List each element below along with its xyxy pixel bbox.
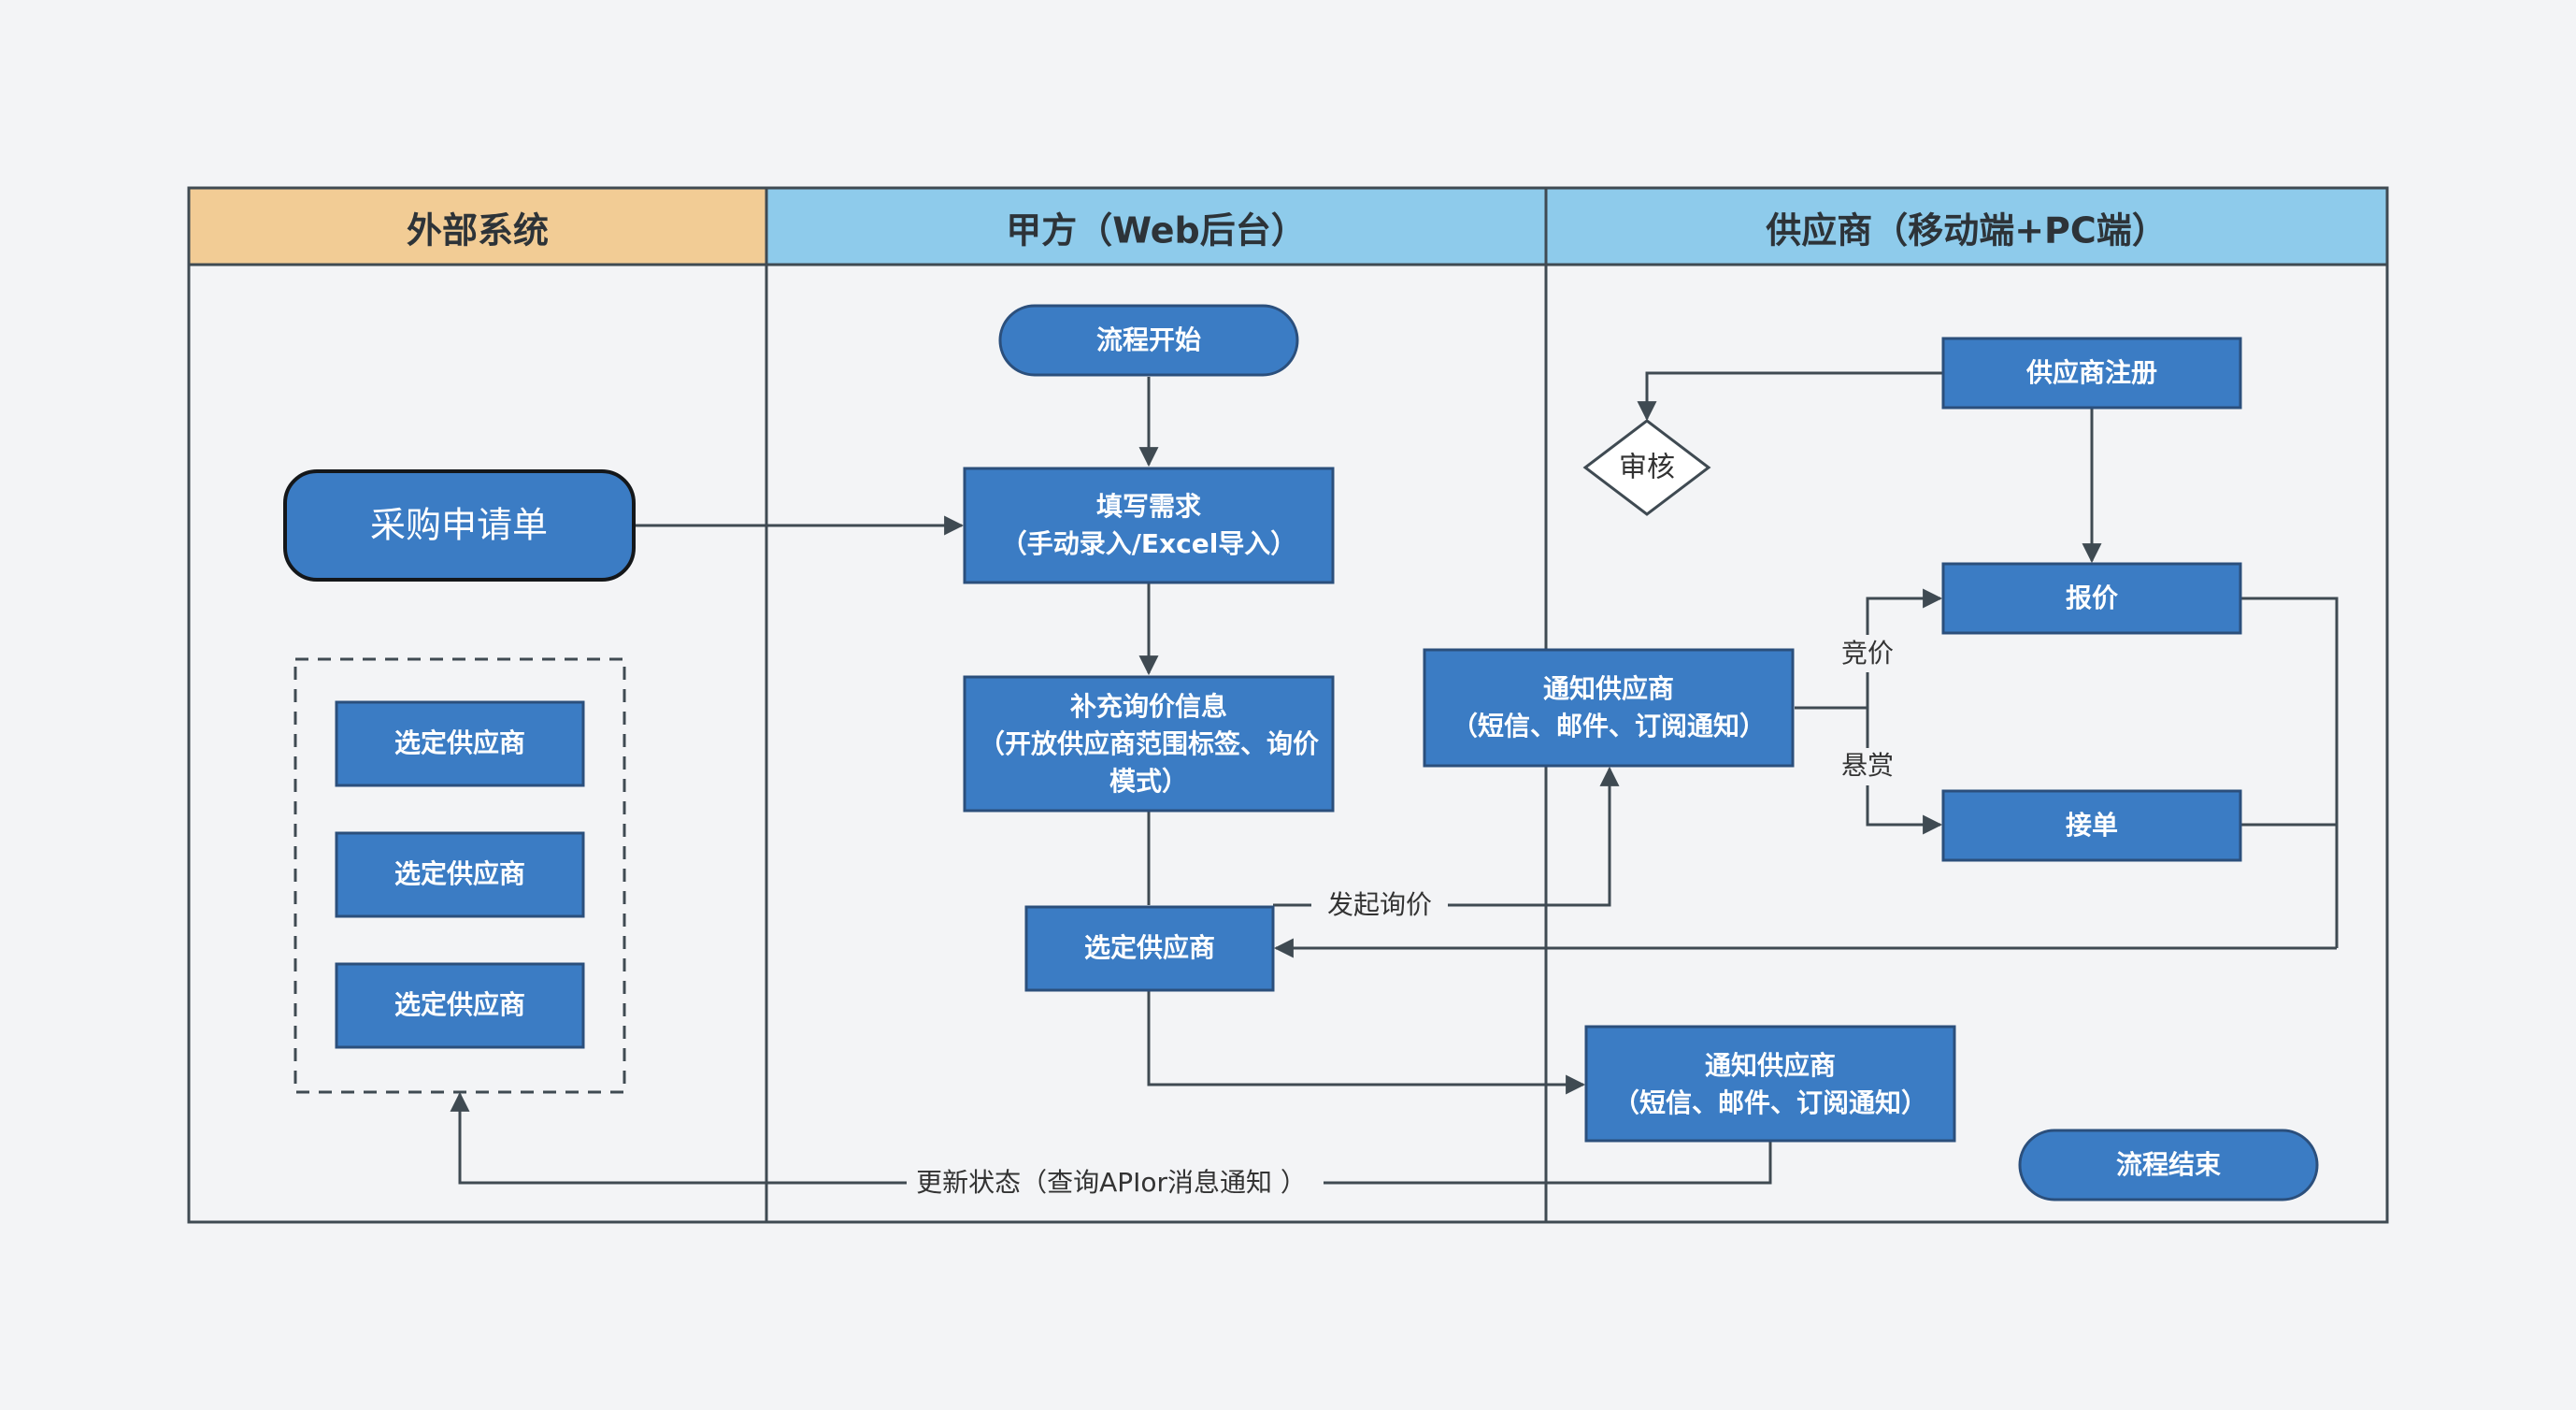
external-lane-header xyxy=(189,188,766,265)
selected-suppliers-group: 选定供应商 选定供应商 选定供应商 xyxy=(293,657,626,1094)
supplement-info-shape xyxy=(963,675,1335,813)
fill-requirements-line1: 填写需求 xyxy=(1096,491,1201,522)
process-end-label: 流程结束 xyxy=(2116,1149,2221,1180)
notify-supplier-1-line2: （短信、邮件、订阅通知） xyxy=(1452,711,1766,741)
lane-title-external: 外部系统 xyxy=(407,210,549,252)
supplier-register-shape xyxy=(1941,337,2242,410)
supplement-info-line2: （开放供应商范围标签、询价 xyxy=(979,728,1320,759)
external-select-supplier-2-label: 选定供应商 xyxy=(394,858,525,889)
supplier-lane-header xyxy=(1546,188,2387,265)
quote-label: 报价 xyxy=(2066,583,2119,613)
swimlane-border xyxy=(187,186,2389,1224)
node-review[interactable]: 审核 xyxy=(1582,419,1711,516)
edge-select-to-notify xyxy=(1147,990,1586,1095)
node-fill-requirements[interactable]: 填写需求 （手动录入/Excel导入） xyxy=(963,467,1335,584)
external-select-supplier-3[interactable]: 选定供应商 xyxy=(335,962,585,1049)
connectors xyxy=(450,371,2339,1185)
notify-supplier-2-line1: 通知供应商 xyxy=(1705,1050,1836,1081)
external-select-supplier-3-label: 选定供应商 xyxy=(394,989,525,1020)
select-supplier-shape xyxy=(1024,905,1275,992)
edge-labels: 发起询价 竞价 悬赏 更新状态（查询APIor消息通知 ） xyxy=(907,635,1901,1202)
node-notify-supplier-1[interactable]: 通知供应商 （短信、邮件、订阅通知） xyxy=(1423,648,1795,768)
edge-quote-return xyxy=(2241,597,2339,948)
edge-register-to-review xyxy=(1637,371,1943,422)
node-accept-order[interactable]: 接单 xyxy=(1941,789,2242,862)
purchase-request-label: 采购申请单 xyxy=(370,505,548,546)
external-select-supplier-1[interactable]: 选定供应商 xyxy=(335,700,585,787)
external-select-supplier-3-shape xyxy=(335,962,585,1049)
label-bg-reward xyxy=(1834,748,1901,785)
process-start-label: 流程开始 xyxy=(1096,324,1201,355)
supplier-register-label: 供应商注册 xyxy=(2025,357,2157,388)
supplement-info-line1: 补充询价信息 xyxy=(1070,691,1227,722)
external-select-supplier-1-shape xyxy=(335,700,585,787)
label-bg-bidding xyxy=(1834,635,1901,672)
node-process-start[interactable]: 流程开始 xyxy=(998,304,1299,377)
process-start-shape xyxy=(998,304,1299,377)
swimlane-container: 外部系统 甲方（Web后台） 供应商（移动端+PC端） xyxy=(187,186,2389,1224)
supplement-info-line3: 模式） xyxy=(1109,766,1188,797)
buyer-lane-header xyxy=(766,188,1546,265)
node-quote[interactable]: 报价 xyxy=(1941,562,2242,635)
external-select-supplier-2-shape xyxy=(335,831,585,918)
node-purchase-request[interactable]: 采购申请单 xyxy=(283,469,636,582)
node-process-end[interactable]: 流程结束 xyxy=(2018,1129,2319,1201)
select-supplier-label: 选定供应商 xyxy=(1084,932,1215,963)
edge-reward-to-accept xyxy=(1866,708,1943,835)
external-select-supplier-1-label: 选定供应商 xyxy=(394,727,525,758)
label-bidding: 竞价 xyxy=(1841,638,1894,669)
selected-suppliers-dashed-box xyxy=(293,657,626,1094)
label-bg-update xyxy=(907,1163,1324,1202)
external-select-supplier-2[interactable]: 选定供应商 xyxy=(335,831,585,918)
fill-requirements-shape xyxy=(963,467,1335,584)
notify-supplier-1-line1: 通知供应商 xyxy=(1543,673,1674,704)
accept-order-label: 接单 xyxy=(2066,810,2118,841)
notify-supplier-2-shape xyxy=(1584,1025,1956,1143)
fill-requirements-line2: （手动录入/Excel导入） xyxy=(1001,528,1297,559)
notify-supplier-2-line2: （短信、邮件、订阅通知） xyxy=(1613,1087,1927,1118)
accept-order-shape xyxy=(1941,789,2242,862)
label-initiate-inquiry: 发起询价 xyxy=(1327,889,1432,920)
quote-shape xyxy=(1941,562,2242,635)
label-update-status: 更新状态（查询APIor消息通知 ） xyxy=(916,1167,1307,1198)
process-end-shape xyxy=(2018,1129,2319,1201)
node-supplier-register[interactable]: 供应商注册 xyxy=(1941,337,2242,410)
lane-title-buyer: 甲方（Web后台） xyxy=(1006,210,1307,252)
node-notify-supplier-2[interactable]: 通知供应商 （短信、邮件、订阅通知） xyxy=(1584,1025,1956,1143)
label-reward: 悬赏 xyxy=(1841,750,1894,781)
lane-title-supplier: 供应商（移动端+PC端） xyxy=(1766,210,2168,252)
node-select-supplier[interactable]: 选定供应商 xyxy=(1024,905,1275,992)
notify-supplier-1-shape xyxy=(1423,648,1795,768)
review-label: 审核 xyxy=(1619,452,1675,484)
node-supplement-info[interactable]: 补充询价信息 （开放供应商范围标签、询价 模式） xyxy=(963,675,1335,813)
review-diamond xyxy=(1582,419,1711,516)
purchase-request-shape xyxy=(283,469,636,582)
label-bg-initiate xyxy=(1311,886,1448,924)
